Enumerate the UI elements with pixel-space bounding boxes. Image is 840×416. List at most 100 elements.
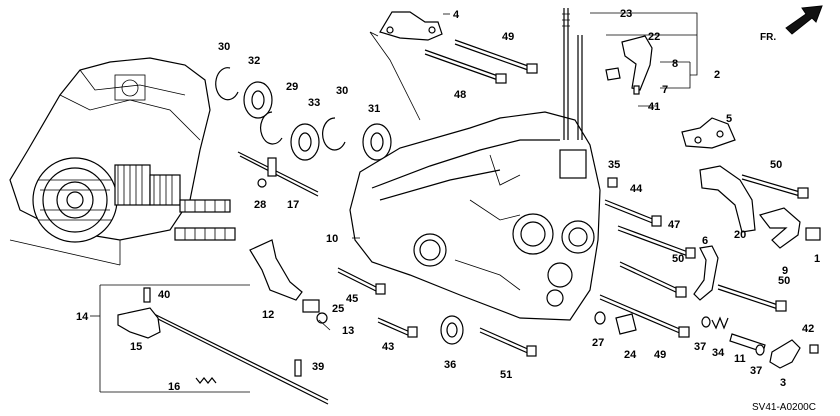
label-30b: 30 xyxy=(336,85,348,97)
label-37b: 37 xyxy=(750,365,762,377)
label-50b: 50 xyxy=(672,253,684,265)
label-36: 36 xyxy=(444,359,456,371)
snap-ring-30-right xyxy=(322,117,346,151)
bolt-47 xyxy=(617,225,696,259)
label-50a: 50 xyxy=(770,159,782,171)
callout-labels: 1 2 3 4 5 6 7 8 9 10 11 12 13 14 15 16 1… xyxy=(76,8,820,393)
clip-1 xyxy=(805,227,821,241)
label-45: 45 xyxy=(346,293,358,305)
front-direction-arrow xyxy=(785,5,823,35)
diagram-code: SV41-A0200C xyxy=(752,402,816,413)
label-35: 35 xyxy=(608,159,620,171)
fork-shaft-group xyxy=(99,284,329,405)
label-34: 34 xyxy=(712,347,725,359)
nut-42 xyxy=(809,344,819,354)
label-48: 48 xyxy=(454,89,466,101)
label-30a: 30 xyxy=(218,41,230,53)
bearing-32 xyxy=(243,81,273,119)
plug-24 xyxy=(615,313,637,335)
bracket-8 xyxy=(621,35,653,91)
bearing-33 xyxy=(290,123,320,161)
clip-41 xyxy=(605,67,640,95)
spring-34 xyxy=(711,316,729,330)
label-6: 6 xyxy=(702,235,708,247)
bracket-6 xyxy=(693,245,719,301)
bolt-50-upper xyxy=(741,174,809,199)
label-40: 40 xyxy=(158,289,170,301)
bolt-49-top xyxy=(454,39,538,74)
washer-37-left xyxy=(701,316,711,328)
bolt-50-lower xyxy=(717,284,787,312)
label-39: 39 xyxy=(312,361,324,373)
seal-36 xyxy=(440,315,464,345)
label-13: 13 xyxy=(342,325,354,337)
label-43: 43 xyxy=(382,341,394,353)
label-28: 28 xyxy=(254,199,266,211)
arm-3 xyxy=(769,339,801,369)
bracket-20 xyxy=(699,165,756,233)
washer-37-right xyxy=(755,344,765,356)
label-8: 8 xyxy=(672,58,678,70)
label-7: 7 xyxy=(662,84,668,96)
label-29: 29 xyxy=(286,81,298,93)
label-11: 11 xyxy=(734,353,746,365)
label-22: 22 xyxy=(648,31,660,43)
transmission-assembly xyxy=(9,57,236,266)
label-33: 33 xyxy=(308,97,320,109)
label-27: 27 xyxy=(592,337,604,349)
label-16: 16 xyxy=(168,381,180,393)
bolt-51 xyxy=(479,327,537,357)
label-3: 3 xyxy=(780,377,786,389)
leader-lines xyxy=(90,12,698,317)
shift-fork-12 xyxy=(249,239,303,301)
label-15: 15 xyxy=(130,341,142,353)
label-41: 41 xyxy=(648,101,660,113)
bolt-48 xyxy=(424,49,507,84)
bearing-31 xyxy=(362,123,392,161)
snap-ring-30-left xyxy=(215,67,239,101)
label-25: 25 xyxy=(332,303,344,315)
label-5: 5 xyxy=(726,113,732,125)
label-47: 47 xyxy=(668,219,680,231)
label-4: 4 xyxy=(453,9,460,21)
shift-shaft-17 xyxy=(237,151,319,197)
label-49a: 49 xyxy=(502,31,514,43)
label-42: 42 xyxy=(802,323,814,335)
label-10: 10 xyxy=(326,233,338,245)
bracket-4 xyxy=(379,11,443,41)
bracket-9 xyxy=(758,207,801,249)
interlock-25 xyxy=(302,299,331,331)
bolt-49-bottom xyxy=(599,294,690,338)
bolt-43 xyxy=(377,317,418,338)
label-49b: 49 xyxy=(654,349,666,361)
bracket-5 xyxy=(681,117,736,149)
label-2: 2 xyxy=(714,69,720,81)
label-32: 32 xyxy=(248,55,260,67)
stud-22 xyxy=(577,35,583,140)
label-51: 51 xyxy=(500,369,512,381)
label-44: 44 xyxy=(630,183,643,195)
washer-27 xyxy=(594,311,606,325)
label-14: 14 xyxy=(76,311,89,323)
label-31: 31 xyxy=(368,103,380,115)
bolt-50-middle xyxy=(619,261,687,298)
label-1: 1 xyxy=(814,253,820,265)
label-37a: 37 xyxy=(694,341,706,353)
bolt-44 xyxy=(604,199,662,227)
snap-ring-29 xyxy=(260,111,283,145)
label-50c: 50 xyxy=(778,275,790,287)
label-9: 9 xyxy=(782,265,788,277)
label-12: 12 xyxy=(262,309,274,321)
leader-4 xyxy=(369,31,421,121)
label-23: 23 xyxy=(620,8,632,20)
transmission-housing-10 xyxy=(349,111,601,321)
stud-23 xyxy=(562,8,570,140)
label-20: 20 xyxy=(734,229,746,241)
label-24: 24 xyxy=(624,349,637,361)
direction-label: FR. xyxy=(760,32,776,43)
label-17: 17 xyxy=(287,199,299,211)
nut-35 xyxy=(607,177,618,188)
bolt-45 xyxy=(337,267,386,295)
